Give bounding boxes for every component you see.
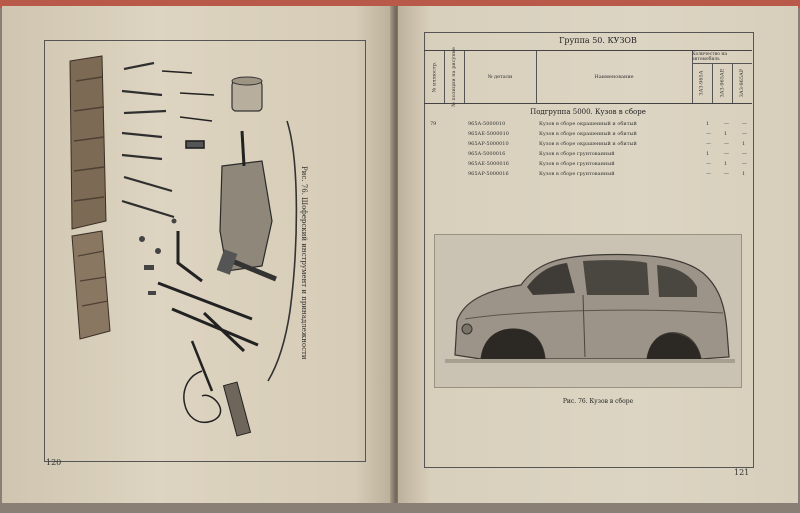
jack [219,160,273,272]
header-q1: ЗАЗ-965А [692,63,713,103]
tool-bag-folds [73,76,105,202]
screwdrivers [161,70,215,149]
header-q2: ЗАЗ-965АЕ [712,63,733,103]
car-body-drawing [435,235,741,387]
tool-bag [69,55,107,230]
side-window-front [583,260,649,295]
tool-pouch [71,230,111,340]
jack-screw [240,130,246,167]
table-row: 965А-5000016 Кузов в сборе грунтованный … [468,151,747,157]
tool-pouch-folds [77,250,109,307]
background-strip [0,0,800,8]
pump-rod [190,340,214,392]
right-page-number: 121 [734,468,750,477]
header-part-col: № детали [464,51,537,103]
tire-pump [222,381,252,437]
rear-wheel-arch [647,333,701,359]
parts-table: № иллюстр. № позиции на рисунке № детали… [424,47,752,177]
tools-illustration [69,55,298,437]
windshield [527,263,575,295]
side-window-rear [657,265,697,297]
table-row: 965АЕ-5000010 Кузов в сборе окрашенный и… [468,131,747,137]
small-parts [139,218,177,295]
table-row: 79 965А-5000010 Кузов в сборе окрашенный… [430,121,747,127]
front-wheel-arch [481,329,545,359]
left-page-number: 120 [46,458,62,467]
right-page-frame [424,32,754,468]
right-figure-caption: Рис. 76. Кузов в сборе [562,398,634,405]
table-row: 965АР-5000010 Кузов в сборе окрашенный и… [468,141,746,147]
oil-can-top [231,76,263,86]
open-book: Рис. 76. Шоферский инструмент и принадле… [2,6,798,509]
body-line [464,309,724,320]
table-row: 965АР-5000016 Кузов в сборе грунтованный… [468,171,746,177]
headlight [461,323,473,335]
header-illustration-col: № иллюстр. [424,51,445,103]
table-rows: 79 965А-5000010 Кузов в сборе окрашенный… [424,120,752,180]
pump-hose [183,370,222,424]
header-quantity-group: Количество на автомобиль [692,51,752,64]
hammer-handle [231,258,277,282]
group-title: Группа 50. КУЗОВ [559,36,637,45]
left-page: Рис. 76. Шоферский инструмент и принадле… [2,6,394,503]
hammer-head [216,249,238,275]
cable [267,120,298,382]
wrenches [121,61,175,219]
table-row: 965АЕ-5000016 Кузов в сборе грунтованный… [468,161,747,167]
left-page-frame [44,40,366,462]
ground-shadow [445,359,735,363]
right-page: Группа 50. КУЗОВ № иллюстр. № позиции на… [398,6,798,503]
header-position-col: № позиции на рисунке [444,47,465,107]
subgroup-title: Подгруппа 5000. Кузов в сборе [530,108,646,116]
left-figure-caption: Рис. 76. Шоферский инструмент и принадле… [300,166,308,360]
car-body-photo [434,234,742,388]
header-q3: ЗАЗ-965АР [739,68,745,98]
crank-handles [157,231,259,353]
header-name-col: Наименование [536,51,693,103]
door-line [582,294,586,358]
table-header: № иллюстр. № позиции на рисунке № детали… [424,47,752,107]
